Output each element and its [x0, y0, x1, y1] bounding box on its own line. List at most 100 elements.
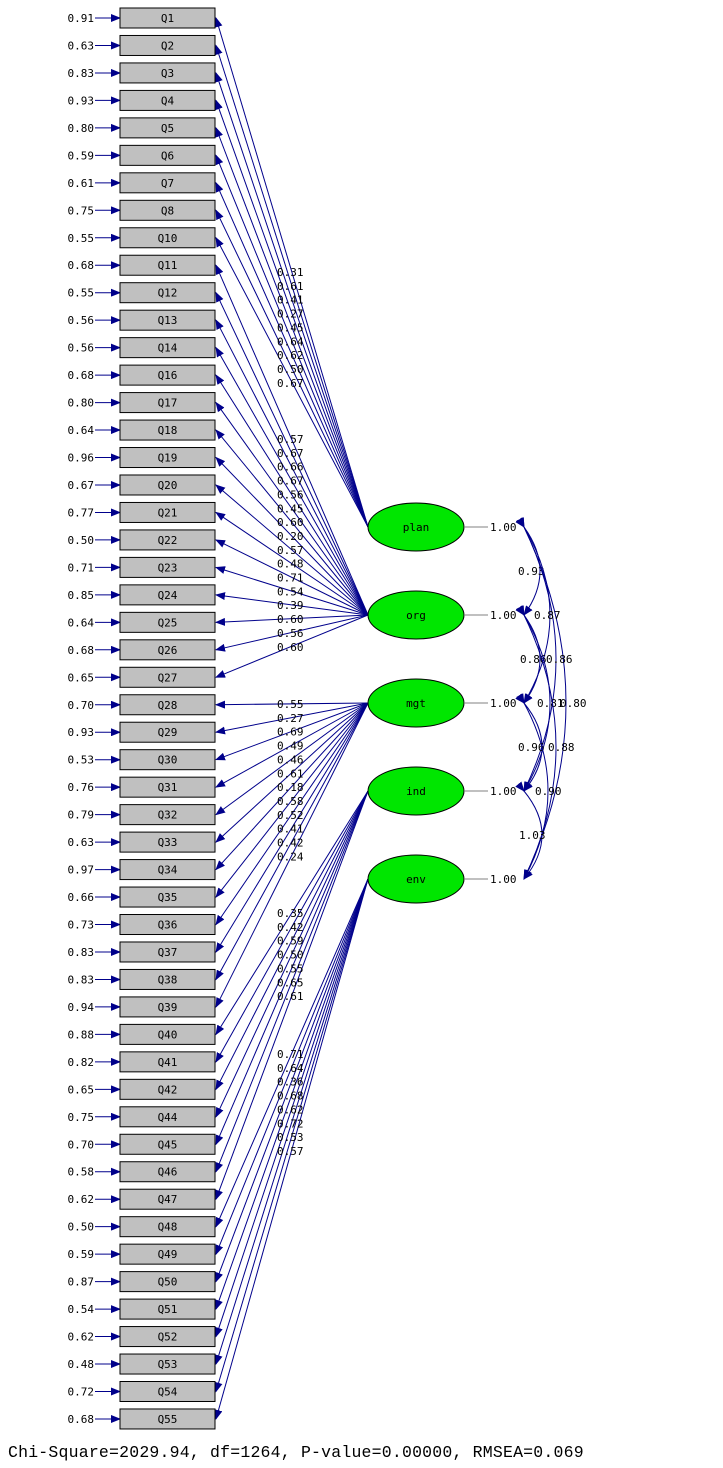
indicator-label: Q23 [158, 561, 178, 574]
error-variance: 0.53 [68, 754, 95, 767]
loading-path [215, 702, 369, 843]
indicator-label: Q51 [158, 1303, 178, 1316]
indicator-label: Q8 [161, 204, 174, 217]
factor-loading: 0.60 [277, 613, 304, 626]
correlation-value: 0.86 [546, 653, 573, 666]
indicator-box-Q19 [119, 447, 216, 469]
factor-loading: 0.64 [277, 335, 304, 348]
indicator-box-Q27 [119, 666, 216, 688]
loading-paths [214, 17, 369, 1420]
correlation-plan-env [516, 517, 567, 880]
error-variance: 0.96 [68, 452, 95, 465]
indicator-box-Q16 [119, 364, 216, 386]
indicator-box-Q24 [119, 584, 216, 606]
error-variance: 0.72 [68, 1386, 95, 1399]
error-variance: 0.93 [68, 726, 95, 739]
factor-loading: 0.59 [277, 935, 304, 948]
indicator-box-Q32 [119, 804, 216, 826]
indicator-box-Q29 [119, 721, 216, 743]
factor-loading: 0.45 [277, 321, 304, 334]
factor-loading: 0.56 [277, 627, 304, 640]
error-variance: 0.85 [68, 589, 95, 602]
indicator-label: Q14 [158, 342, 178, 355]
loading-path [215, 236, 369, 528]
factor-loading: 0.46 [277, 753, 304, 766]
loading-path [215, 878, 369, 1256]
correlation-value: 0.80 [560, 697, 587, 710]
indicator-label: Q53 [158, 1358, 178, 1371]
loading-path [215, 702, 369, 735]
indicator-box-Q26 [119, 639, 216, 661]
indicator-box-Q52 [119, 1326, 216, 1348]
error-variance: 0.83 [68, 67, 95, 80]
factor-loading: 0.18 [277, 781, 304, 794]
loading-path [215, 539, 369, 616]
error-variance: 0.75 [68, 1111, 95, 1124]
loading-path [215, 181, 369, 528]
error-variance: 0.71 [68, 561, 95, 574]
indicator-box-Q46 [119, 1161, 216, 1183]
indicator-box-Q35 [119, 886, 216, 908]
loading-path [215, 702, 369, 871]
factor-loading: 0.68 [277, 1090, 304, 1103]
indicator-label: Q48 [158, 1221, 178, 1234]
factor-loading: 0.67 [277, 377, 304, 390]
correlation-value: 0.88 [548, 741, 575, 754]
factor-loading: 0.27 [277, 712, 304, 725]
loading-path [215, 702, 369, 1008]
loading-path [215, 790, 369, 1173]
loading-path [215, 346, 369, 616]
factor-loading: 0.71 [277, 572, 304, 585]
error-variance: 0.67 [68, 479, 95, 492]
loading-path [215, 511, 369, 616]
factor-loading: 0.71 [277, 1048, 304, 1061]
indicator-label: Q19 [158, 452, 178, 465]
indicator-label: Q25 [158, 616, 178, 629]
factor-loading: 0.58 [277, 795, 304, 808]
loading-path [215, 614, 369, 626]
error-variance: 0.80 [68, 122, 95, 135]
indicator-label: Q21 [158, 506, 178, 519]
error-variance: 0.79 [68, 809, 95, 822]
indicator-box-Q40 [119, 1023, 216, 1045]
loading-path [215, 878, 369, 1228]
correlation-org-env [516, 605, 557, 880]
indicator-label: Q27 [158, 671, 178, 684]
factor-loading: 0.54 [277, 585, 304, 598]
indicator-box-Q28 [119, 694, 216, 716]
indicator-box-Q36 [119, 914, 216, 936]
indicator-box-Q6 [119, 144, 216, 166]
indicator-label: Q50 [158, 1276, 178, 1289]
loading-path [215, 319, 369, 616]
loading-path [215, 614, 369, 652]
indicator-box-Q25 [119, 611, 216, 633]
error-variance: 0.66 [68, 891, 95, 904]
error-variance: 0.70 [68, 699, 95, 712]
correlation-org-ind [515, 605, 551, 792]
error-variance: 0.63 [68, 39, 95, 52]
factor-loading: 0.55 [277, 962, 304, 975]
indicator-label: Q5 [161, 122, 174, 135]
indicator-box-Q54 [119, 1381, 216, 1402]
error-variance: 0.56 [68, 314, 95, 327]
error-variance: 0.87 [68, 1276, 95, 1289]
indicator-box-Q1 [119, 7, 216, 29]
correlation-mgt-env [516, 693, 549, 880]
indicator-label: Q54 [158, 1386, 178, 1399]
loading-path [214, 17, 369, 528]
loading-path [215, 592, 369, 616]
loading-path [215, 429, 369, 616]
indicator-label: Q28 [158, 699, 178, 712]
error-variance: 0.64 [68, 424, 95, 437]
indicator-label: Q35 [158, 891, 178, 904]
indicator-label: Q2 [161, 39, 174, 52]
indicator-box-Q13 [119, 309, 216, 331]
indicator-label: Q7 [161, 177, 174, 190]
indicator-label: Q11 [158, 259, 178, 272]
factor-loading: 0.61 [277, 767, 304, 780]
correlation-ind-env [515, 781, 543, 880]
loading-path [215, 790, 369, 1063]
loading-path [215, 291, 369, 616]
indicator-box-Q48 [119, 1216, 216, 1238]
